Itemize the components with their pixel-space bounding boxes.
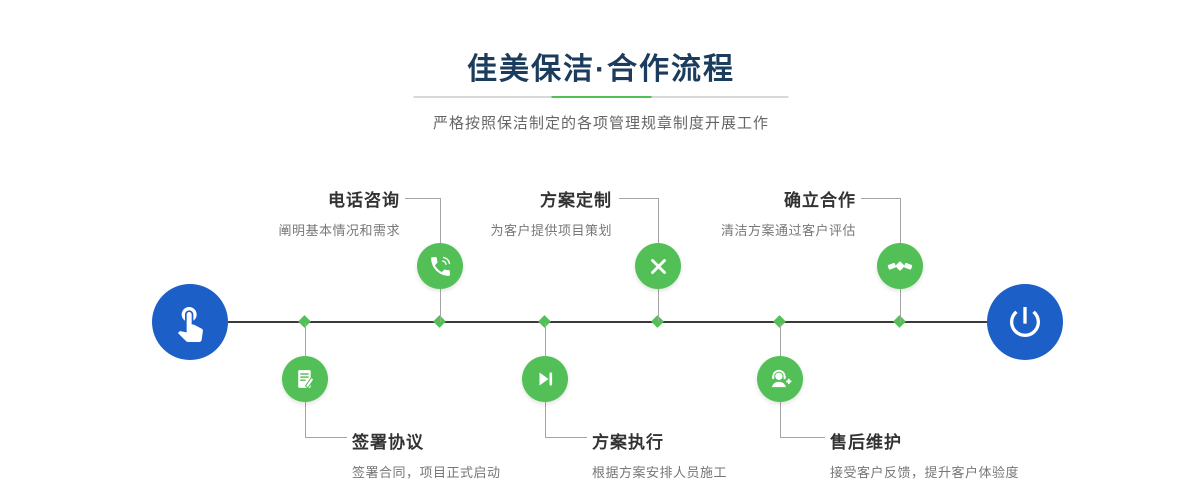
timeline-start-node [152, 284, 228, 360]
step-circle-support [757, 356, 803, 402]
contract-icon [297, 369, 314, 388]
step-bottom-3: 售后维护 接受客户反馈，提升客户体验度 [830, 428, 1019, 481]
connector-line [780, 437, 825, 438]
connector-line [440, 289, 441, 322]
hand-pointer-icon [177, 307, 203, 342]
step-title: 电话咨询 [328, 191, 400, 210]
play-next-icon [539, 372, 553, 386]
page-title: 佳美保洁·合作流程 [467, 53, 735, 86]
connector-line [305, 323, 306, 356]
step-desc: 为客户提供项目策划 [490, 223, 612, 238]
timeline-end-node [987, 284, 1063, 360]
step-desc: 清洁方案通过客户评估 [720, 223, 856, 238]
connector-line [658, 289, 659, 322]
connector-line [545, 323, 546, 356]
step-circle-phone [417, 243, 463, 289]
step-bottom-1: 签署协议 签署合同，项目正式启动 [352, 428, 501, 481]
step-circle-execute [522, 356, 568, 402]
step-title: 方案执行 [592, 433, 664, 452]
connector-line [780, 402, 781, 438]
connector-line [545, 437, 587, 438]
connector-line [405, 198, 441, 199]
step-circle-contract [282, 356, 328, 402]
step-desc: 签署合同，项目正式启动 [352, 465, 501, 480]
step-bottom-2: 方案执行 根据方案安排人员施工 [592, 428, 727, 481]
phone-icon [430, 256, 450, 276]
connector-line [305, 437, 347, 438]
step-top-3: 确立合作 清洁方案通过客户评估 [721, 186, 856, 239]
connector-line [305, 402, 306, 438]
connector-line [780, 323, 781, 356]
step-title: 签署协议 [352, 433, 424, 452]
title-underline [413, 96, 789, 98]
page-subtitle: 严格按照保洁制定的各项管理规章制度开展工作 [432, 115, 769, 132]
step-desc: 阐明基本情况和需求 [278, 223, 400, 238]
title-underline-accent [551, 96, 651, 98]
step-circle-design [635, 243, 681, 289]
step-desc: 接受客户反馈，提升客户体验度 [830, 465, 1020, 480]
connector-line [440, 198, 441, 243]
step-title: 售后维护 [830, 433, 902, 452]
step-top-1: 电话咨询 阐明基本情况和需求 [278, 186, 400, 239]
step-circle-handshake [877, 243, 923, 289]
connector-line [619, 198, 659, 199]
handshake-icon [887, 261, 913, 271]
step-title: 方案定制 [540, 191, 612, 210]
timeline-line [190, 321, 1025, 323]
power-icon [1010, 307, 1040, 337]
step-desc: 根据方案安排人员施工 [592, 465, 728, 480]
connector-line [900, 198, 901, 243]
step-top-2: 方案定制 为客户提供项目策划 [490, 186, 612, 239]
connector-line [658, 198, 659, 243]
step-title: 确立合作 [784, 191, 856, 210]
connector-line [861, 198, 901, 199]
connector-line [900, 289, 901, 322]
pen-ruler-icon [650, 258, 666, 274]
connector-line [545, 402, 546, 438]
headset-support-icon [771, 369, 792, 388]
